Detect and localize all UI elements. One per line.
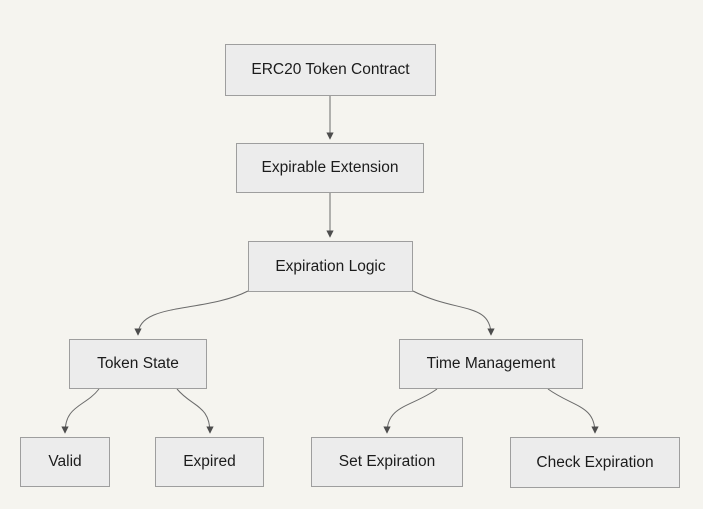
node-expiration-logic: Expiration Logic [248, 241, 413, 292]
node-label: Valid [48, 453, 82, 470]
edge-logic-to-time-management [412, 290, 495, 336]
edge-time-management-to-check-expiration [547, 388, 599, 434]
node-label: ERC20 Token Contract [251, 61, 410, 78]
node-check-expiration: Check Expiration [510, 437, 680, 488]
node-token-state: Token State [69, 339, 207, 389]
node-expired: Expired [155, 437, 264, 487]
edge-token-state-to-expired [176, 388, 214, 434]
edge-time-management-to-set-expiration [383, 388, 438, 434]
node-label: Token State [97, 355, 179, 372]
node-erc20-token-contract: ERC20 Token Contract [225, 44, 436, 96]
node-label: Set Expiration [338, 453, 436, 470]
edge-logic-to-token-state [134, 290, 249, 336]
node-label: Expirable Extension [261, 159, 399, 176]
node-label: Expiration Logic [275, 257, 386, 275]
node-set-expiration: Set Expiration [311, 437, 463, 487]
edge-token-state-to-valid [61, 388, 100, 434]
node-expirable-extension: Expirable Extension [236, 143, 424, 193]
node-label: Check Expiration [536, 453, 654, 471]
node-valid: Valid [20, 437, 110, 487]
node-time-management: Time Management [399, 339, 583, 389]
node-label: Time Management [426, 355, 556, 372]
node-label: Expired [183, 453, 236, 470]
